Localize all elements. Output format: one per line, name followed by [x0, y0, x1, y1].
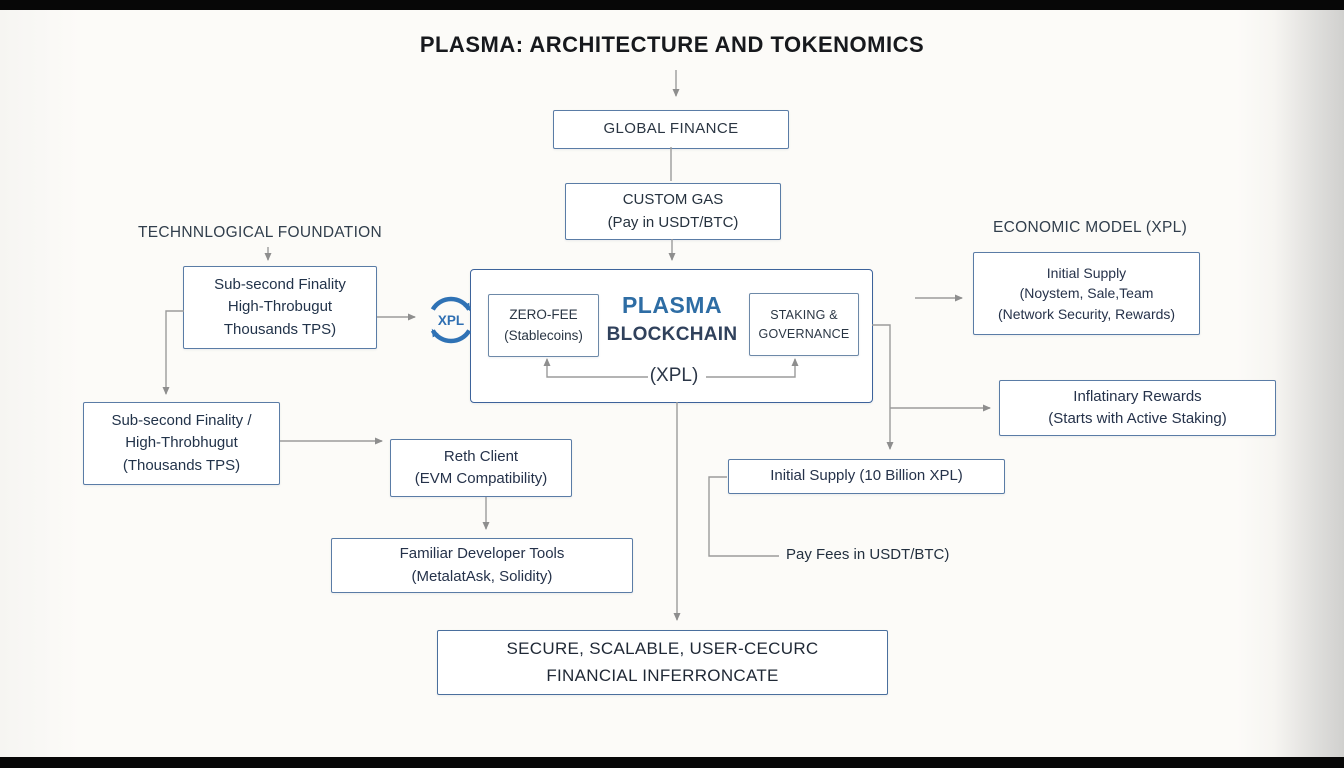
node-finality-left: Sub-second Finality / High-Throbhugut (T…: [83, 402, 280, 485]
node-inflation-rewards: Inflatinary Rewards (Starts with Active …: [999, 380, 1276, 436]
node-finality-top: Sub-second Finality High-Throbugut Thous…: [183, 266, 377, 349]
node-reth-client: Reth Client (EVM Compatibility): [390, 439, 572, 497]
tech-foundation-heading: TECHNNLOGICAL FOUNDATION: [138, 224, 383, 241]
node-zero-fee: ZERO-FEE (Stablecoins): [488, 294, 599, 357]
blockchain-name-label: BLOCKCHAIN: [606, 324, 738, 345]
pay-fees-label: Pay Fees in USDT/BTC): [786, 546, 950, 563]
reth-client-label: Reth Client (EVM Compatibility): [414, 447, 548, 488]
xpl-badge-label: XPL: [438, 313, 464, 328]
core-ticker: (XPL): [649, 365, 699, 386]
page-title: PLASMA: ARCHITECTURE AND TOKENOMICS: [419, 32, 925, 57]
initial-supply-detail-label: Initial Supply (Noystem, Sale,Team (Netw…: [997, 265, 1176, 322]
custom-gas-label: CUSTOM GAS (Pay in USDT/BTC): [607, 191, 739, 231]
plasma-core-box: ZERO-FEE (Stablecoins) PLASMA BLOCKCHAIN…: [470, 269, 873, 403]
developer-tools-label: Familiar Developer Tools (MetalatAsk, So…: [399, 545, 565, 585]
zero-fee-label: ZERO-FEE (Stablecoins): [504, 307, 583, 343]
economic-model-heading: ECONOMIC MODEL (XPL): [993, 219, 1188, 236]
node-custom-gas: CUSTOM GAS (Pay in USDT/BTC): [565, 183, 781, 240]
node-initial-supply-total: Initial Supply (10 Billion XPL): [728, 459, 1005, 494]
node-outcome: SECURE, SCALABLE, USER-CECURC FINANCIAL …: [437, 630, 888, 695]
global-finance-label: GLOBAL FINANCE: [603, 120, 739, 138]
node-staking-governance: STAKING & GOVERNANCE: [749, 293, 859, 356]
plasma-name-label: PLASMA: [621, 292, 723, 318]
finality-left-label: Sub-second Finality / High-Throbhugut (T…: [111, 411, 252, 474]
inflation-rewards-label: Inflatinary Rewards (Starts with Active …: [1048, 387, 1227, 428]
staking-governance-label: STAKING & GOVERNANCE: [758, 307, 850, 341]
letterbox-bar-top: [0, 0, 1344, 10]
node-initial-supply-detail: Initial Supply (Noystem, Sale,Team (Netw…: [973, 252, 1200, 335]
letterbox-bar-bottom: [0, 757, 1344, 768]
finality-top-label: Sub-second Finality High-Throbugut Thous…: [214, 275, 346, 338]
outcome-label: SECURE, SCALABLE, USER-CECURC FINANCIAL …: [506, 639, 819, 685]
node-developer-tools: Familiar Developer Tools (MetalatAsk, So…: [331, 538, 633, 593]
node-global-finance: GLOBAL FINANCE: [553, 110, 789, 149]
right-edge-shading: [1274, 0, 1344, 768]
initial-supply-total-label: Initial Supply (10 Billion XPL): [770, 467, 963, 485]
core-name: PLASMA BLOCKCHAIN: [599, 292, 745, 346]
